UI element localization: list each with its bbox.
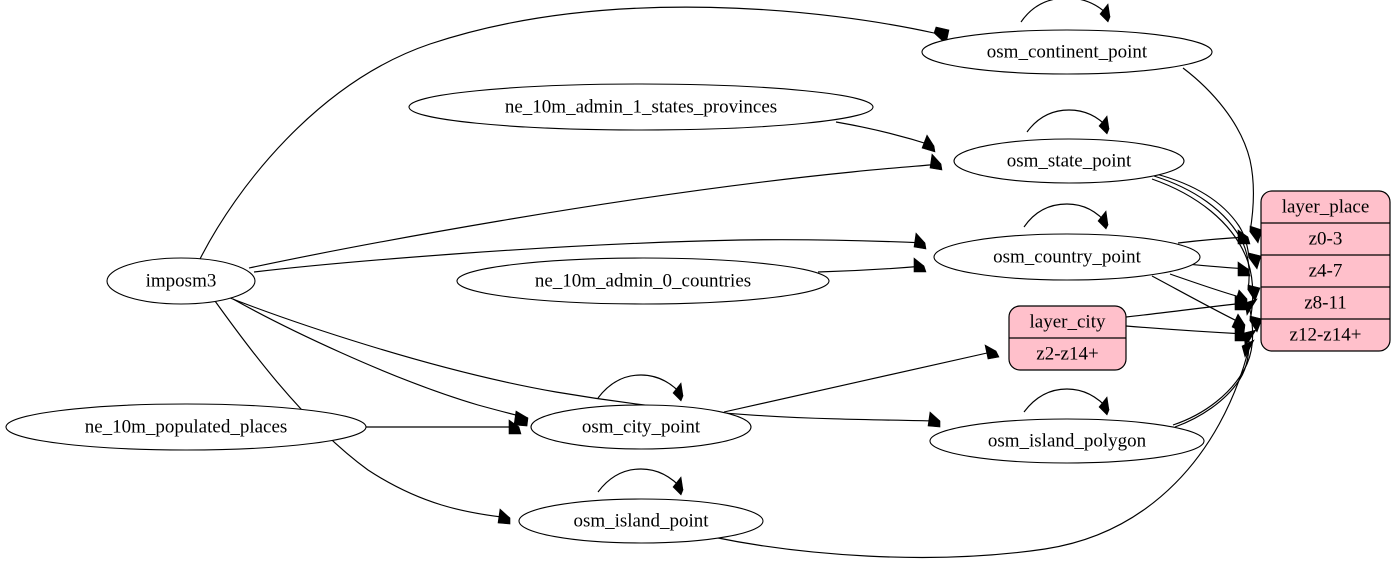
self-loop-osm_continent_point: [1020, 0, 1111, 23]
edge-ne_10m_admin_0_countries-to-osm_country_point: [817, 257, 927, 273]
edge-layer_city-to-layer_place-z12-z14: [1125, 325, 1248, 342]
edge-osm_continent_point-to-layer_place-z0-3: [1182, 67, 1263, 244]
edge-imposm3-to-osm_island_point: [214, 300, 511, 525]
edge-osm_country_point-to-layer_place-z0-3: [1177, 229, 1251, 245]
layer-node-layer_city[interactable]: layer_city z2-z14+: [1008, 305, 1127, 371]
node-osm_city_point[interactable]: osm_city_point: [530, 404, 752, 450]
edge-layer_city-to-layer_place-z8-11: [1125, 295, 1248, 318]
node-osm_island_polygon[interactable]: osm_island_polygon: [929, 418, 1205, 464]
edge-imposm3-to-osm_island_polygon: [224, 295, 941, 428]
node-osm_state_point[interactable]: osm_state_point: [953, 138, 1185, 184]
self-loop-osm_island_point: [597, 468, 684, 496]
node-osm_continent_point[interactable]: osm_continent_point: [921, 29, 1213, 75]
self-loop-osm_island_polygon: [1023, 388, 1110, 416]
edge-osm_island_point-to-layer_place-z12-z14: [712, 339, 1255, 559]
edge-ne_10m_populated_places-to-osm_city_point: [366, 419, 522, 435]
edge-imposm3-to-osm_continent_point: [199, 6, 950, 260]
layer-node-layer_place[interactable]: layer_place z0-3 z4-7 z8-11 z12-z14+: [1260, 190, 1391, 352]
edge-imposm3-to-osm_state_point: [248, 153, 943, 269]
node-layer: imposm3 ne_10m_admin_1_states_provinces …: [5, 29, 1213, 544]
self-loop-osm_state_point: [1026, 109, 1110, 135]
node-ne_10m_admin_0_countries[interactable]: ne_10m_admin_0_countries: [456, 257, 830, 305]
self-loop-osm_country_point: [1023, 203, 1109, 230]
edge-layer: [199, 0, 1263, 559]
edge-ne_10m_admin_1_states_provinces-to-osm_state_point: [835, 121, 936, 153]
node-ne_10m_admin_1_states_provinces[interactable]: ne_10m_admin_1_states_provinces: [408, 83, 874, 131]
layer_place-body[interactable]: [1260, 190, 1391, 352]
edge-osm_country_point-to-layer_place-z4-7: [1185, 261, 1251, 277]
node-osm_island_point[interactable]: osm_island_point: [518, 498, 764, 544]
self-loop-osm_city_point: [597, 374, 684, 402]
edge-imposm3-to-osm_country_point: [253, 232, 927, 273]
edge-osm_island_polygon-to-layer_place-z12-z14: [1174, 329, 1257, 428]
node-osm_country_point[interactable]: osm_country_point: [933, 233, 1201, 281]
node-ne_10m_populated_places[interactable]: ne_10m_populated_places: [5, 403, 367, 451]
node-imposm3[interactable]: imposm3: [106, 257, 256, 305]
edge-osm_city_point-to-layer_city-z2-z14: [723, 344, 1000, 413]
